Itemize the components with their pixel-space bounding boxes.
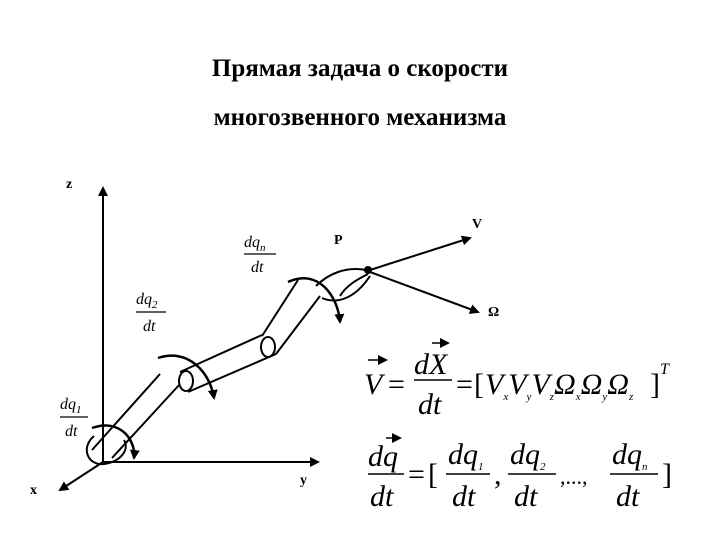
x-axis-label: x bbox=[30, 483, 37, 498]
vector-v bbox=[369, 235, 472, 271]
svg-text:VxVyVzΩxΩyΩz: VxVyVzΩxΩyΩz bbox=[485, 368, 634, 403]
q1-num: dq bbox=[60, 396, 76, 413]
q1-den: dt bbox=[65, 423, 78, 440]
joint-ring-1 bbox=[178, 370, 194, 392]
f2-t1-den: dt bbox=[452, 480, 476, 513]
title-line-1: Прямая задача о скорости bbox=[211, 55, 509, 82]
formula2-sep: , bbox=[494, 458, 502, 491]
formula1-close: ] bbox=[650, 368, 660, 401]
qn-num: dq bbox=[244, 234, 260, 251]
formula-velocity: V = dX dt = [ VxVyVzΩxΩyΩz ] T bbox=[364, 338, 670, 421]
formula1-lhs: V bbox=[364, 368, 386, 401]
link-3 bbox=[261, 279, 321, 355]
rotation-arrow-1 bbox=[91, 424, 140, 460]
joint-rate-q2: dq2 dt bbox=[136, 291, 166, 335]
formula-joint-rates: dq dt = [ dq1 dt , dq2 dt ,..., dqn dt ] bbox=[368, 433, 672, 513]
formula2-close: ] bbox=[662, 458, 672, 491]
q2-sub: 2 bbox=[152, 299, 158, 311]
f2-tn-den: dt bbox=[616, 480, 640, 513]
rotation-arrows bbox=[91, 277, 345, 460]
q2-num: dq bbox=[136, 291, 152, 308]
formula1-frac-num: dX bbox=[414, 348, 449, 381]
formula1-sup: T bbox=[660, 361, 670, 378]
q2-den: dt bbox=[143, 318, 156, 335]
joint-ring-2 bbox=[260, 336, 276, 358]
rotation-arrow-3 bbox=[287, 277, 345, 324]
f1-v1: V bbox=[485, 368, 507, 401]
svg-text:dqn: dqn bbox=[612, 438, 648, 473]
formula2-num: dq bbox=[368, 440, 398, 473]
rotation-arrow-2 bbox=[157, 354, 218, 400]
f1-o2: Ω bbox=[581, 368, 603, 401]
f2-t2-den: dt bbox=[514, 480, 538, 513]
joint-rate-qn: dqn dt bbox=[244, 234, 276, 276]
formula2-dots: ,..., bbox=[560, 464, 588, 489]
vector-omega bbox=[369, 271, 480, 314]
f2-t1-num: dq bbox=[448, 438, 478, 471]
y-axis-label: y bbox=[300, 473, 307, 488]
formula1-frac-den: dt bbox=[418, 388, 442, 421]
link-2 bbox=[179, 334, 277, 393]
f2-t2-num: dq bbox=[510, 438, 540, 471]
svg-text:dqn: dqn bbox=[244, 234, 266, 254]
point-p-label: P bbox=[334, 233, 343, 248]
svg-text:dq2: dq2 bbox=[510, 438, 546, 473]
coordinate-axes bbox=[58, 186, 320, 492]
f1-v2: V bbox=[508, 368, 530, 401]
formula1-open: [ bbox=[474, 368, 484, 401]
title-line-2: многозвенного механизма bbox=[213, 104, 507, 131]
svg-text:dq2: dq2 bbox=[136, 291, 158, 311]
formula1-eq: = bbox=[388, 368, 405, 401]
formula2-den: dt bbox=[370, 480, 394, 513]
manipulator-links bbox=[85, 279, 321, 466]
joint-rate-q1: dq1 dt bbox=[60, 396, 88, 440]
vector-omega-label: Ω bbox=[488, 305, 499, 320]
svg-text:dq1: dq1 bbox=[60, 396, 82, 416]
qn-den: dt bbox=[251, 259, 264, 276]
z-axis-label: z bbox=[66, 177, 72, 192]
vector-v-label: V bbox=[472, 217, 482, 232]
f1-v3: V bbox=[531, 368, 553, 401]
f1-o1: Ω bbox=[554, 368, 576, 401]
formula2-open: [ bbox=[428, 458, 438, 491]
x-axis bbox=[58, 461, 104, 492]
svg-text:dq1: dq1 bbox=[448, 438, 484, 473]
f1-o3: Ω bbox=[607, 368, 629, 401]
q1-sub: 1 bbox=[76, 404, 82, 416]
f2-tn-num: dq bbox=[612, 438, 642, 471]
base-joint bbox=[85, 435, 127, 466]
link-1 bbox=[91, 373, 181, 459]
formula2-eq: = bbox=[408, 458, 425, 491]
gripper bbox=[315, 268, 371, 302]
qn-sub: n bbox=[260, 242, 266, 254]
formula1-eq2: = bbox=[456, 368, 473, 401]
